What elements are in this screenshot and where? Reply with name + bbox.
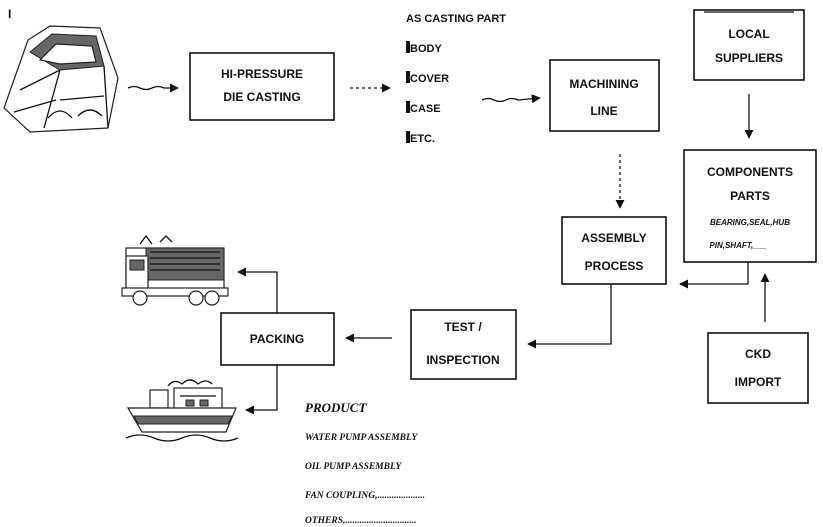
svg-text:IMPORT: IMPORT — [735, 375, 782, 389]
svg-text:INSPECTION: INSPECTION — [426, 353, 499, 367]
engine-to-casting-arrow — [128, 87, 178, 90]
casting-part-list: AS CASTING PART BODY COVER CASE ETC. — [406, 13, 506, 145]
svg-text:OIL PUMP ASSEMBLY: OIL PUMP ASSEMBLY — [305, 462, 402, 472]
svg-text:DIE CASTING: DIE CASTING — [223, 90, 300, 104]
assembly-process-box: ASSEMBLY PROCESS — [562, 217, 666, 284]
svg-text:CASE: CASE — [410, 103, 441, 115]
truck-icon — [122, 236, 228, 305]
corner-mark: I — [8, 7, 11, 21]
machining-line-box: MACHINING LINE — [550, 60, 659, 131]
svg-text:PROCESS: PROCESS — [585, 259, 644, 273]
svg-text:PARTS: PARTS — [730, 189, 770, 203]
test-inspection-box: TEST / INSPECTION — [411, 310, 516, 379]
svg-text:MACHINING: MACHINING — [569, 77, 638, 91]
product-list: PRODUCT WATER PUMP ASSEMBLY OIL PUMP ASS… — [304, 400, 425, 526]
svg-text:OTHERS,.......................: OTHERS,.............................. — [305, 516, 417, 526]
packing-box: PACKING — [221, 313, 334, 365]
svg-text:TEST /: TEST / — [444, 320, 482, 334]
svg-text:PIN,SHAFT,___: PIN,SHAFT,___ — [709, 241, 767, 250]
svg-text:COVER: COVER — [410, 73, 449, 85]
svg-text:CKD: CKD — [745, 347, 771, 361]
svg-text:COMPONENTS: COMPONENTS — [707, 165, 793, 179]
svg-text:AS CASTING PART: AS CASTING PART — [406, 13, 506, 25]
svg-text:LOCAL: LOCAL — [728, 27, 769, 41]
components-to-assembly-arrow — [680, 262, 748, 284]
svg-text:LINE: LINE — [590, 104, 617, 118]
ckd-import-box: CKD IMPORT — [708, 333, 808, 403]
hi-pressure-die-casting-box: HI-PRESSURE DIE CASTING — [190, 53, 334, 120]
svg-text:PACKING: PACKING — [250, 332, 304, 346]
packing-to-ship-arrow — [246, 365, 277, 410]
svg-text:ASSEMBLY: ASSEMBLY — [581, 231, 647, 245]
packing-to-truck-arrow — [238, 272, 277, 313]
engine-block-icon — [4, 26, 118, 132]
svg-text:HI-PRESSURE: HI-PRESSURE — [221, 67, 303, 81]
svg-text:BODY: BODY — [410, 43, 442, 55]
svg-text:SUPPLIERS: SUPPLIERS — [715, 51, 783, 65]
assembly-to-test-arrow — [528, 284, 611, 344]
svg-text:PRODUCT: PRODUCT — [305, 400, 367, 415]
svg-text:BEARING,SEAL,HUB: BEARING,SEAL,HUB — [710, 218, 790, 227]
parts-to-machining-arrow — [482, 98, 540, 102]
ship-icon — [126, 380, 238, 441]
local-suppliers-box: LOCAL SUPPLIERS — [694, 10, 804, 80]
svg-text:WATER PUMP ASSEMBLY: WATER PUMP ASSEMBLY — [305, 433, 418, 443]
components-parts-box: COMPONENTS PARTS BEARING,SEAL,HUB PIN,SH… — [684, 150, 816, 262]
svg-text:ETC.: ETC. — [410, 133, 435, 145]
svg-text:FAN COUPLING,.................: FAN COUPLING,.................... — [304, 491, 425, 501]
